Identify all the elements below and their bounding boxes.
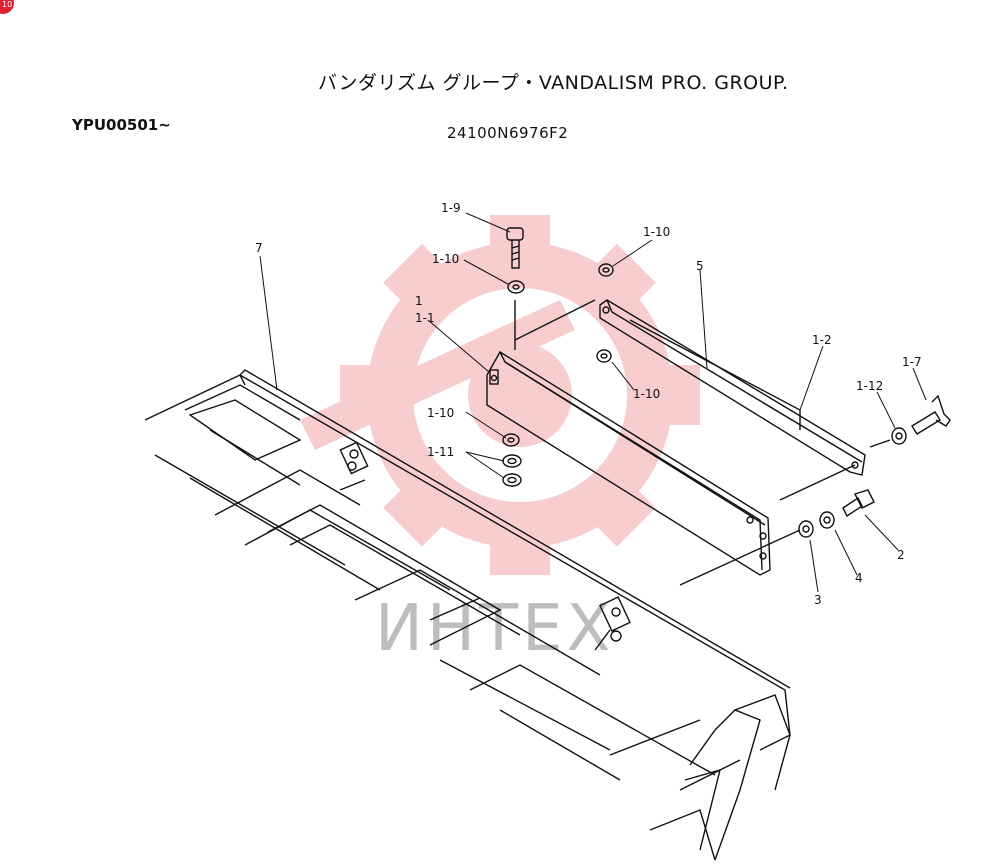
washer-1-10-d — [502, 433, 520, 447]
callout-5: 5 — [696, 259, 704, 273]
callout-1-10-c: 1-10 — [633, 387, 660, 401]
part-number: 24100N6976F2 — [447, 124, 569, 142]
watermark-logo — [300, 215, 700, 575]
callout-labels: 1-9 1-10 1-10 1-10 1-10 1-11 1 1-1 5 1-2… — [255, 201, 922, 607]
wing-bolt-1-7 — [911, 394, 951, 435]
callout-1: 1 — [415, 294, 423, 308]
frame-assembly — [144, 369, 791, 861]
washer-part-3 — [798, 520, 814, 538]
nut-1-11-a — [502, 454, 522, 468]
callout-1-10-b: 1-10 — [643, 225, 670, 239]
bar-part-1 — [486, 351, 771, 576]
washer-part-4 — [819, 511, 835, 529]
washer-1-10-b — [598, 263, 614, 277]
corner-page-badge: 10 — [0, 0, 14, 14]
bolt-1-9 — [506, 227, 524, 269]
bolt-part-2 — [842, 489, 875, 518]
callout-7: 7 — [255, 241, 263, 255]
callout-1-9: 1-9 — [441, 201, 461, 215]
callout-4: 4 — [855, 571, 863, 585]
callout-2: 2 — [897, 548, 905, 562]
watermark-text: ИНТЕХ — [375, 592, 614, 666]
washer-1-12 — [891, 427, 907, 445]
callout-1-12: 1-12 — [856, 379, 883, 393]
callout-1-11: 1-11 — [427, 445, 454, 459]
callout-leaders — [259, 212, 927, 593]
callout-1-10-d: 1-10 — [427, 406, 454, 420]
callout-1-1: 1-1 — [415, 311, 435, 325]
washer-1-10-c — [596, 349, 612, 363]
serial-range: YPU00501~ — [72, 116, 171, 134]
nut-1-11-b — [502, 473, 522, 487]
callout-1-7: 1-7 — [902, 355, 922, 369]
line-art — [144, 212, 951, 861]
bar-part-5 — [599, 299, 866, 476]
page-title: バンダリズム グループ・VANDALISM PRO. GROUP. — [318, 72, 789, 94]
callout-3: 3 — [814, 593, 822, 607]
callout-1-2: 1-2 — [812, 333, 832, 347]
washer-1-10-a — [507, 280, 525, 294]
callout-1-10-a: 1-10 — [432, 252, 459, 266]
